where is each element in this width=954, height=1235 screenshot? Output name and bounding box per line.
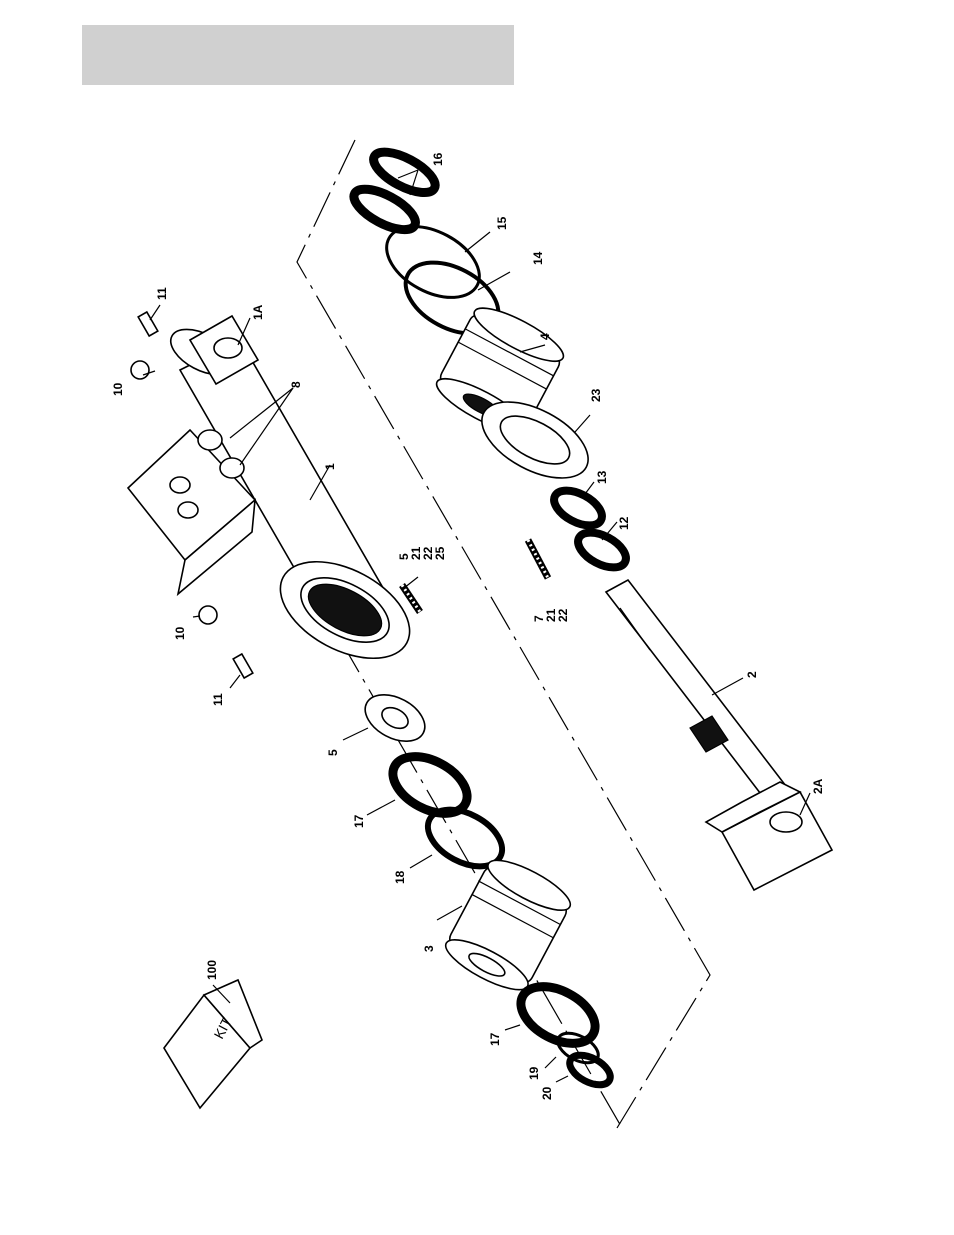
rod-2: [606, 580, 832, 890]
callout-10-top: 10: [111, 382, 125, 396]
callout-5-nut: 5: [326, 749, 340, 756]
callout-11-top: 11: [155, 287, 169, 300]
seal-13: [548, 483, 607, 532]
callout-18: 18: [393, 870, 407, 884]
bolt-5: [402, 585, 420, 612]
callout-8: 8: [289, 381, 303, 388]
screw-7: [528, 540, 548, 578]
callout-2a: 2A: [811, 778, 825, 794]
callout-15: 15: [495, 216, 509, 230]
callout-13: 13: [595, 470, 609, 484]
barrel-1: [128, 316, 426, 678]
callout-17-top: 17: [352, 814, 366, 828]
callout-20: 20: [540, 1086, 554, 1100]
callout-17-bot: 17: [488, 1032, 502, 1046]
callout-4: 4: [538, 333, 552, 340]
rod-end-2a: [706, 782, 832, 890]
seal-12: [572, 525, 631, 574]
callout-1: 1: [323, 463, 337, 470]
callout-3: 3: [422, 945, 436, 952]
callout-12: 12: [617, 516, 631, 530]
callout-19: 19: [527, 1066, 541, 1080]
callout-14: 14: [531, 251, 545, 265]
callout-22-screw: 22: [556, 608, 570, 622]
wear-ring-16: [348, 144, 441, 238]
nut-5: [357, 685, 432, 750]
kit-box-100: KIT: [164, 980, 262, 1108]
callout-100: 100: [205, 960, 219, 980]
callout-1a: 1A: [251, 304, 265, 320]
callout-25-bolt: 25: [433, 546, 447, 560]
fitting-11-top: [138, 312, 158, 336]
callout-23: 23: [589, 388, 603, 402]
callout-2: 2: [745, 671, 759, 678]
callout-10-mid: 10: [173, 626, 187, 640]
gland-3: [440, 851, 577, 998]
fitting-11-mid: [233, 654, 253, 678]
callout-11-mid: 11: [211, 693, 225, 706]
assembly-envelope: [195, 140, 710, 1128]
plug-10-top: [131, 361, 149, 379]
callout-16: 16: [431, 152, 445, 166]
seal-20: [565, 1049, 615, 1091]
plug-10-mid: [199, 606, 217, 624]
